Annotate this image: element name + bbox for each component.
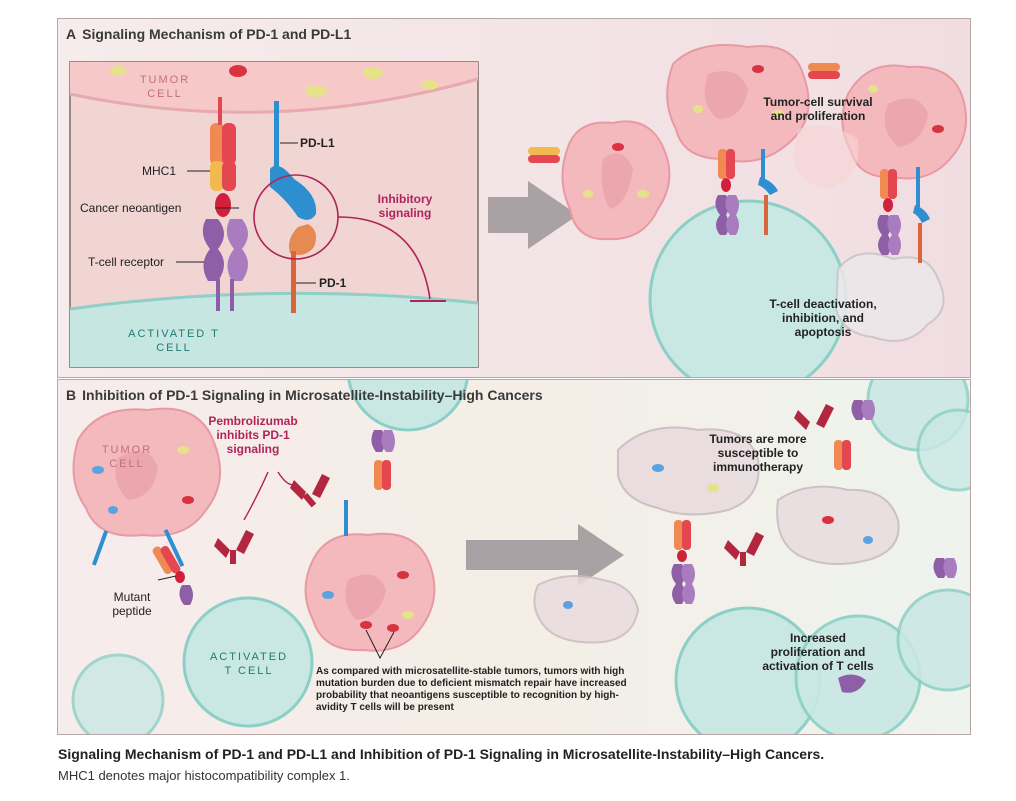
panel-b-activated-t-cell-label: ACTIVATED T CELL bbox=[209, 651, 289, 677]
mhc1-label: MHC1 bbox=[142, 164, 177, 178]
t-cell bbox=[347, 380, 469, 432]
mhc1-tcr-pair bbox=[834, 400, 875, 470]
figure-caption-note: MHC1 denotes major histocompatibility co… bbox=[58, 768, 350, 783]
mhc1-tcr-pair bbox=[152, 545, 193, 605]
t-cell-receptor bbox=[202, 219, 248, 311]
t-cell bbox=[648, 199, 848, 377]
granule bbox=[363, 67, 383, 79]
panel-a: A Signaling Mechanism of PD-1 and PD-L1 T… bbox=[57, 18, 971, 378]
mhc1-tcr-pair bbox=[877, 169, 901, 255]
increased-proliferation-label: Increased proliferation and activation o… bbox=[762, 631, 874, 673]
inhibitory-signaling-label: Inhibitory signaling bbox=[377, 192, 433, 220]
dying-tumor-cell bbox=[776, 485, 900, 565]
tumor-survival-label: Tumor-cell survival and proliferation bbox=[763, 95, 873, 123]
panel-b-title-text: Inhibition of PD-1 Signaling in Microsat… bbox=[82, 387, 543, 403]
mutant-peptide-label: Mutant peptide bbox=[112, 590, 152, 618]
pd-1-molecule bbox=[289, 224, 316, 313]
activated-t-cell-label: ACTIVATED T CELL bbox=[128, 328, 220, 354]
panel-a-title-text: Signaling Mechanism of PD-1 and PD-L1 bbox=[82, 26, 352, 42]
granule bbox=[305, 85, 327, 97]
granule bbox=[110, 66, 126, 76]
panel-b-letter: B bbox=[66, 387, 77, 403]
t-cell-receptor-label: T-cell receptor bbox=[88, 255, 165, 269]
pembrolizumab-antibody bbox=[214, 530, 254, 564]
mhc1-tcr-pair bbox=[933, 558, 957, 578]
pd-l1-pd-1-pair bbox=[913, 167, 930, 263]
figure-caption-title: Signaling Mechanism of PD-1 and PD-L1 an… bbox=[58, 746, 825, 762]
t-cell-membrane bbox=[70, 293, 478, 367]
panel-b-tumor-cell-label: TUMOR CELL bbox=[101, 444, 153, 470]
mhc1-tcr-pair bbox=[671, 520, 695, 604]
mhc1-tcr-pair bbox=[371, 430, 395, 490]
dying-tumor-cell bbox=[533, 575, 640, 644]
pd-l1-pd-1-pair bbox=[758, 149, 778, 235]
pd-l1-molecule bbox=[270, 101, 317, 220]
apoptotic-t-cell bbox=[834, 252, 945, 342]
pembrolizumab-antibody bbox=[724, 532, 764, 566]
t-cell-receptor-fragment bbox=[838, 674, 866, 693]
panel-b: B Inhibition of PD-1 Signaling in Microsa… bbox=[57, 379, 971, 735]
panel-b-illustration bbox=[71, 380, 970, 734]
pembrolizumab-antibody bbox=[794, 404, 834, 430]
panel-b-title: B Inhibition of PD-1 Signaling in Microsa… bbox=[66, 387, 543, 403]
t-cell-deactivation-label: T-cell deactivation, inhibition, and apo… bbox=[769, 297, 877, 339]
mhc1-molecule bbox=[210, 97, 236, 191]
dying-tumor-cell bbox=[617, 426, 760, 516]
pd-l1-label: PD-L1 bbox=[300, 136, 335, 150]
mhc1-tcr-pair bbox=[715, 149, 739, 235]
panel-a-title: A Signaling Mechanism of PD-1 and PD-L1 bbox=[66, 26, 351, 42]
process-arrow bbox=[466, 524, 624, 586]
tumor-cell-label: TUMOR CELL bbox=[139, 74, 191, 100]
comparison-note: As compared with microsatellite-stable t… bbox=[316, 666, 627, 713]
pembrolizumab-label: Pembrolizumab inhibits PD-1 signaling bbox=[208, 414, 298, 456]
cancer-neoantigen bbox=[215, 193, 231, 217]
pembrolizumab-antibody bbox=[290, 474, 330, 508]
inhibitory-arrow bbox=[337, 216, 431, 300]
cancer-neoantigen-label: Cancer neoantigen bbox=[80, 201, 182, 215]
t-cell bbox=[896, 588, 970, 692]
pd-1-label: PD-1 bbox=[319, 276, 347, 290]
panel-a-illustration bbox=[69, 44, 967, 377]
granule bbox=[229, 65, 247, 77]
t-cell bbox=[182, 596, 314, 728]
panel-a-letter: A bbox=[66, 26, 77, 42]
susceptible-label: Tumors are more susceptible to immunothe… bbox=[709, 432, 807, 474]
granule bbox=[422, 80, 438, 90]
process-arrow bbox=[488, 181, 578, 249]
